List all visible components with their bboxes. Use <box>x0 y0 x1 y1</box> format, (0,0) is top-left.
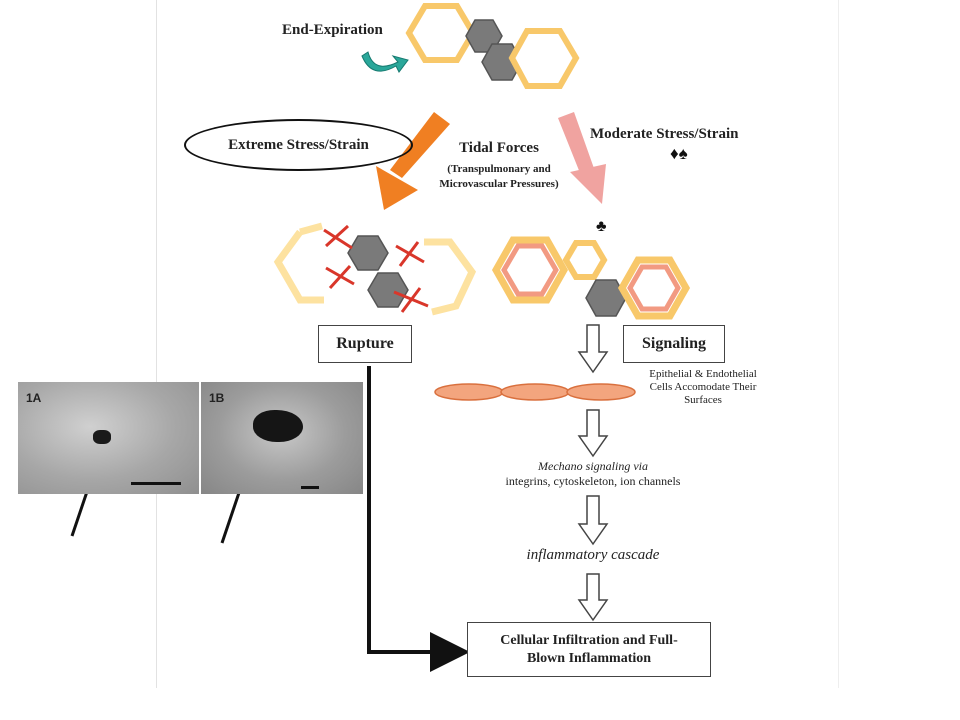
micrograph-1a: 1A <box>18 382 199 494</box>
micrograph-label: 1A <box>26 391 42 405</box>
orange-arrow <box>376 112 450 210</box>
end-expiration-cells <box>405 3 580 89</box>
final-outcome-box: Cellular Infiltration and Full-Blown Inf… <box>467 622 711 677</box>
teal-curved-arrow <box>361 51 409 73</box>
endothelial-cells <box>434 383 636 401</box>
inflammatory-cascade-label: inflammatory cascade <box>526 547 660 563</box>
flow-arrows <box>577 324 609 622</box>
moderate-symbols: ♦♠ <box>670 144 688 163</box>
alveolus-hex <box>405 3 477 63</box>
signaling-cells <box>491 236 691 320</box>
mechano-list: integrins, cytoskeleton, ion channels <box>505 474 681 488</box>
micrograph-label: 1B <box>209 391 225 405</box>
rupture-to-inflammation-connector <box>367 366 470 672</box>
mechano-signaling-label: Mechano signaling via <box>538 459 648 473</box>
extreme-stress-label: Extreme Stress/Strain <box>184 119 413 171</box>
tidal-forces-subtitle: (Transpulmonary and Microvascular Pressu… <box>439 163 559 190</box>
micrograph-1b: 1B <box>201 382 363 494</box>
rupture-box: Rupture <box>318 325 412 363</box>
moderate-stress-label: Moderate Stress/Strain <box>590 126 739 142</box>
alveolus-hex <box>508 28 580 89</box>
hollow-down-arrow <box>577 573 609 622</box>
figure-panel <box>156 0 839 688</box>
end-expiration-label: End-Expiration <box>282 22 383 38</box>
ruptured-cells <box>273 222 477 316</box>
pink-arrow <box>558 112 606 204</box>
hollow-down-arrow <box>577 324 609 374</box>
signaling-box: Signaling <box>623 325 725 363</box>
club-symbol: ♣ <box>596 218 607 235</box>
tidal-forces-title: Tidal Forces <box>459 140 539 156</box>
accommodate-text: Epithelial & Endothelial Cells Accomodat… <box>649 368 757 406</box>
hollow-down-arrow <box>577 495 609 546</box>
hollow-down-arrow <box>577 409 609 458</box>
